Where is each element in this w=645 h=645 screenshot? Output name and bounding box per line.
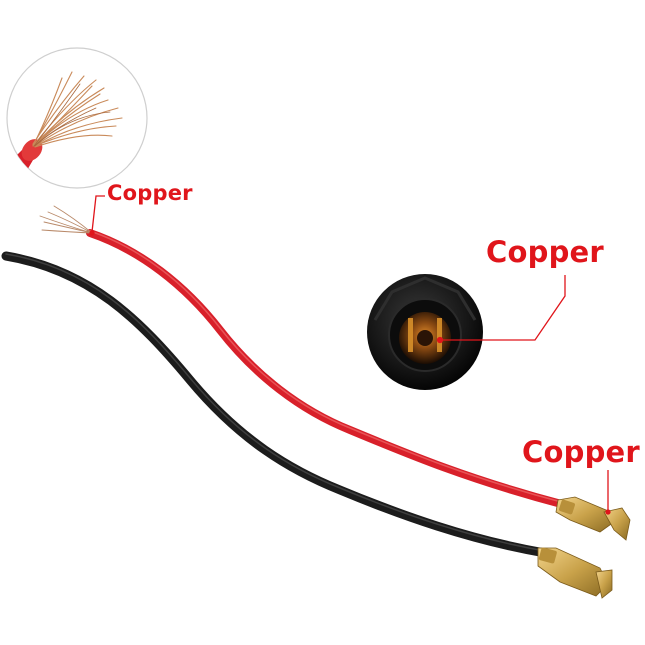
copper-socket-label: Copper [486,235,604,269]
wire-strand-inset [6,47,148,189]
red-wire [86,229,569,509]
callout-lines [89,195,611,515]
stripped-wire-end [39,205,93,234]
copper-strand-label: Copper [107,181,193,205]
copper-terminal-label: Copper [522,435,640,469]
red-wire-crimp-terminal [555,496,631,541]
bulb-socket [367,274,483,390]
black-wire-crimp-terminal [537,547,613,599]
black-wire [1,251,550,558]
